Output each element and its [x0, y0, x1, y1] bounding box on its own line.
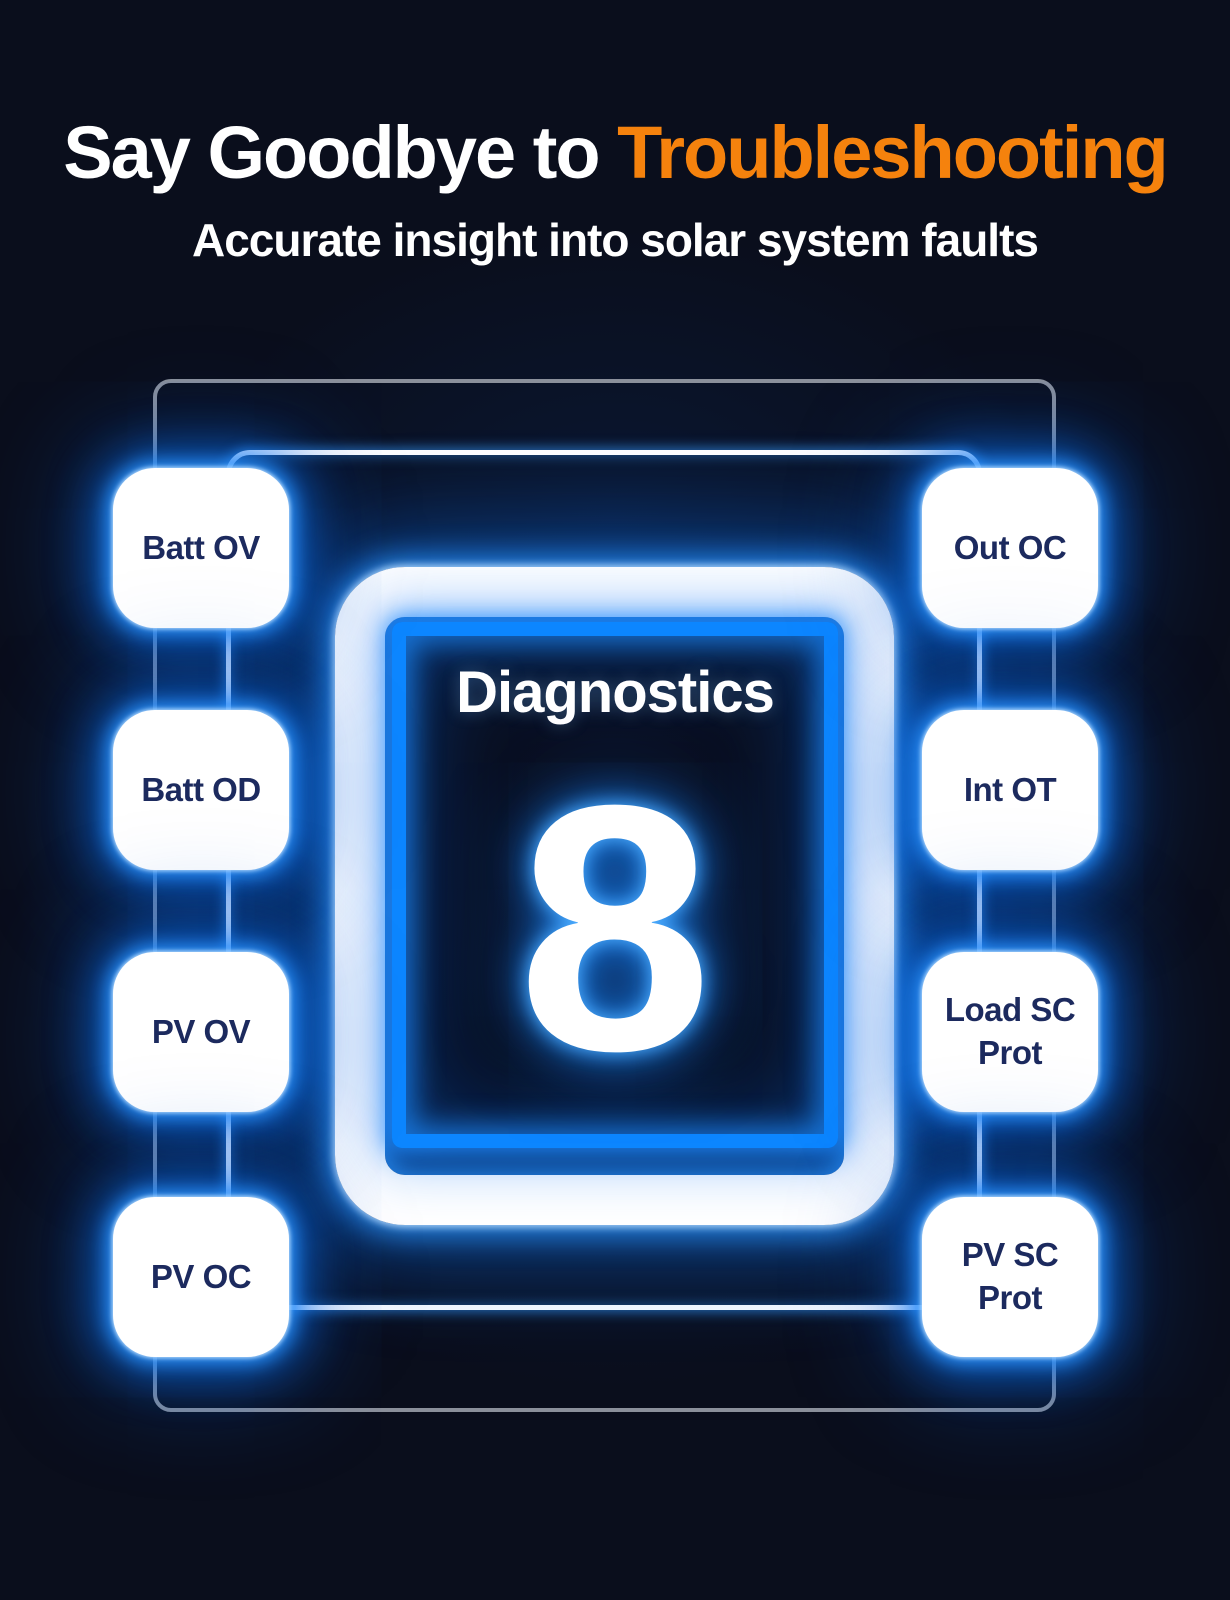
node-pv-oc: PV OC: [113, 1197, 289, 1357]
title-prefix: Say Goodbye to: [63, 111, 618, 194]
page-subtitle: Accurate insight into solar system fault…: [191, 214, 1039, 266]
node-int-ot: Int OT: [922, 710, 1098, 870]
diagnostics-label: Diagnostics: [456, 660, 775, 725]
node-batt-ov: Batt OV: [113, 468, 289, 628]
outer-connector-frame: [153, 379, 1056, 1412]
page-title: Say Goodbye to Troubleshooting: [0, 113, 1230, 193]
node-batt-od: Batt OD: [113, 710, 289, 870]
node-out-oc: Out OC: [922, 468, 1098, 628]
diagnostics-square-border: [335, 567, 894, 1225]
node-pv-ov: PV OV: [113, 952, 289, 1112]
title-accent: Troubleshooting: [617, 111, 1169, 194]
node-load-sc-prot: Load SC Prot: [922, 952, 1098, 1112]
diagnostics-panel: Diagnostics 8: [392, 622, 838, 1148]
node-pv-sc-prot: PV SC Prot: [922, 1197, 1098, 1357]
diagnostics-count: 8: [517, 733, 713, 1124]
inner-connector-frame: [226, 450, 982, 1310]
